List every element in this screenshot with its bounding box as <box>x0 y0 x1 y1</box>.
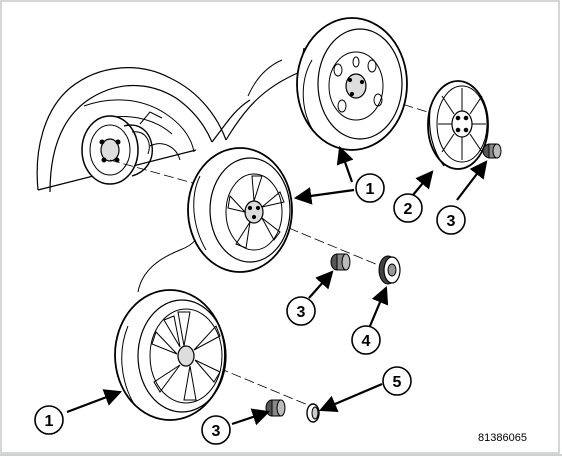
wheel-cover <box>427 80 489 170</box>
lug-nut-middle <box>330 253 351 271</box>
callout-3-top: 3 <box>436 205 466 235</box>
brake-hub-assembly <box>81 111 181 185</box>
callout-1-bottom: 1 <box>34 405 64 435</box>
callout-label: 3 <box>447 213 456 230</box>
callout-label: 5 <box>393 374 402 391</box>
figure-id: 81386065 <box>478 432 527 444</box>
callout-label: 2 <box>404 201 413 218</box>
wheel-aluminum-middle <box>187 147 293 273</box>
callout-label: 3 <box>212 423 221 440</box>
callout-3-middle: 3 <box>286 296 316 326</box>
center-cap <box>378 255 401 285</box>
wheel-steel-top <box>296 17 408 151</box>
callout-arrows <box>66 145 488 426</box>
callout-3-bottom: 3 <box>201 415 231 445</box>
callout-2: 2 <box>393 193 423 223</box>
lug-nut-bottom <box>265 399 286 417</box>
callout-4: 4 <box>351 325 381 355</box>
callouts: 1 2 3 3 4 1 5 3 <box>34 173 466 445</box>
callout-label: 1 <box>45 413 54 430</box>
callout-label: 1 <box>366 181 375 198</box>
wheel-aluminum-bottom <box>114 289 227 421</box>
small-cap <box>306 403 320 423</box>
lug-nut-top <box>482 143 502 159</box>
callout-1-top: 1 <box>355 173 385 203</box>
callout-label: 4 <box>362 333 371 350</box>
callout-5: 5 <box>382 366 412 396</box>
callout-label: 3 <box>297 304 306 321</box>
